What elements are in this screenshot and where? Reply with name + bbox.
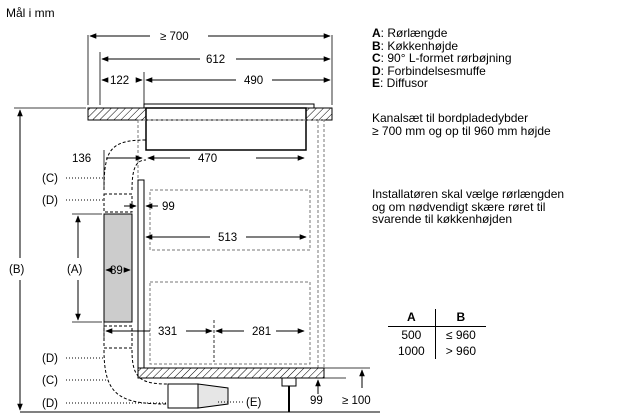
cabinet-back-panel <box>137 179 145 369</box>
cabinet-drawer-top <box>149 189 311 251</box>
table-cell: > 960 <box>445 344 477 358</box>
legend: A: Rørlængde B: Køkkenhøjde C: 90° L-for… <box>372 27 512 90</box>
units-label: Mål i mm <box>6 6 55 20</box>
dim-122-490: 122 490 <box>101 72 331 104</box>
table-row: 500 ≤ 960 <box>388 326 486 343</box>
connection-sleeve-top <box>103 193 133 213</box>
leader-D-top: (D) <box>42 195 104 207</box>
dim-513: 513 <box>145 232 307 244</box>
table-cell: 500 <box>388 326 436 343</box>
legend-text: : Diffusor <box>380 76 428 90</box>
pipe-length-table: A B 500 ≤ 960 1000 > 960 <box>388 309 487 359</box>
elbow-bottom <box>103 349 169 405</box>
dim-136-470: 136 470 <box>72 150 305 190</box>
dim-700-label: ≥ 700 <box>160 31 189 43</box>
installer-note: Installatøren skal vælge rørlængden og o… <box>372 188 622 226</box>
legend-key: E <box>372 76 381 90</box>
leader-C-top: (C) <box>42 173 104 185</box>
dim-331-281: 331 281 <box>103 320 305 362</box>
dim-612: 612 <box>99 52 331 105</box>
installer-note-line: og om nødvendigt skære røret til <box>372 199 546 214</box>
label-D-mid: (D) <box>42 353 58 365</box>
legend-key: C <box>372 51 381 65</box>
leader-D-mid: (D) <box>42 353 104 365</box>
dim-700: ≥ 700 <box>87 31 333 105</box>
installer-note-line: svarende til køkkenhøjden <box>372 212 513 226</box>
table-cell: 1000 <box>388 343 436 359</box>
dim-89: 89 <box>105 265 131 277</box>
kit-note: Kanalsæt til bordpladedybder ≥ 700 mm og… <box>372 112 622 137</box>
legend-key: B <box>372 38 381 53</box>
dim-331-label: 331 <box>158 326 177 338</box>
dim-89-label: 89 <box>110 265 123 277</box>
label-A: (A) <box>67 264 83 276</box>
label-D-bottom: (D) <box>42 398 58 410</box>
leader-D-bottom: (D) <box>42 398 168 410</box>
leader-E: (E) <box>218 397 262 409</box>
leader-C-bottom: (C) <box>42 375 108 387</box>
label-C-top: (C) <box>42 173 58 185</box>
legend-item-e: E: Diffusor <box>372 77 512 90</box>
worktop-right <box>305 107 333 121</box>
dim-122-label: 122 <box>110 75 129 87</box>
dim-99-side: 99 <box>124 201 175 213</box>
diffusor-body <box>167 383 199 409</box>
dim-100-label: ≥ 100 <box>342 395 371 407</box>
label-B: (B) <box>9 264 25 276</box>
elbow-top <box>103 139 147 191</box>
label-C-bottom: (C) <box>42 375 58 387</box>
dim-612-label: 612 <box>206 54 225 66</box>
legend-item-b: B: Køkkenhøjde <box>372 38 512 53</box>
legend-item-d: D: Forbindelsesmuffe <box>372 63 512 78</box>
legend-text: : 90° L-formet rørbøjning <box>380 51 512 65</box>
dim-470-label: 470 <box>198 153 217 165</box>
installer-note-line: Installatøren skal vælge rørlængden <box>372 187 565 201</box>
dim-281-label: 281 <box>252 326 271 338</box>
dim-99-side-label: 99 <box>162 201 175 213</box>
elbow-bottom-inner <box>131 349 169 385</box>
legend-item-c: C: 90° L-formet rørbøjning <box>372 52 512 65</box>
connection-sleeve-bottom <box>103 325 133 349</box>
diffusor-cone <box>197 383 229 409</box>
cabinet-drawer-bottom <box>149 281 311 365</box>
kit-note-line: Kanalsæt til bordpladedybder <box>372 111 529 125</box>
label-D-top: (D) <box>42 195 58 207</box>
dim-513-label: 513 <box>218 232 237 244</box>
dim-136-label: 136 <box>72 153 91 165</box>
legend-text: : Rørlængde <box>380 26 448 40</box>
legend-key: A <box>372 26 381 40</box>
table-row: 1000 > 960 <box>388 343 486 359</box>
legend-text: : Køkkenhøjde <box>380 38 459 53</box>
dim-B: (B) <box>9 107 86 411</box>
kit-note-line: ≥ 700 mm og op til 960 mm højde <box>372 123 551 138</box>
legend-key: D <box>372 63 381 78</box>
table-header-a: A <box>388 309 436 327</box>
legend-item-a: A: Rørlængde <box>372 27 512 40</box>
dim-99-bottom-label: 99 <box>310 395 323 407</box>
plinth <box>137 367 325 379</box>
dim-490-label: 490 <box>244 75 263 87</box>
cooktop-body <box>145 107 307 151</box>
legend-text: : Forbindelsesmuffe <box>380 63 486 78</box>
table-cell: ≤ 960 <box>445 328 476 342</box>
cabinet-foot <box>281 377 297 387</box>
table-header-row: A B <box>388 309 487 327</box>
table-header-b: B <box>435 309 487 327</box>
worktop-left <box>87 107 147 121</box>
label-E: (E) <box>246 397 262 409</box>
dim-99-bottom: 99 ≥ 100 <box>310 367 371 407</box>
dim-A: (A) <box>67 213 102 323</box>
